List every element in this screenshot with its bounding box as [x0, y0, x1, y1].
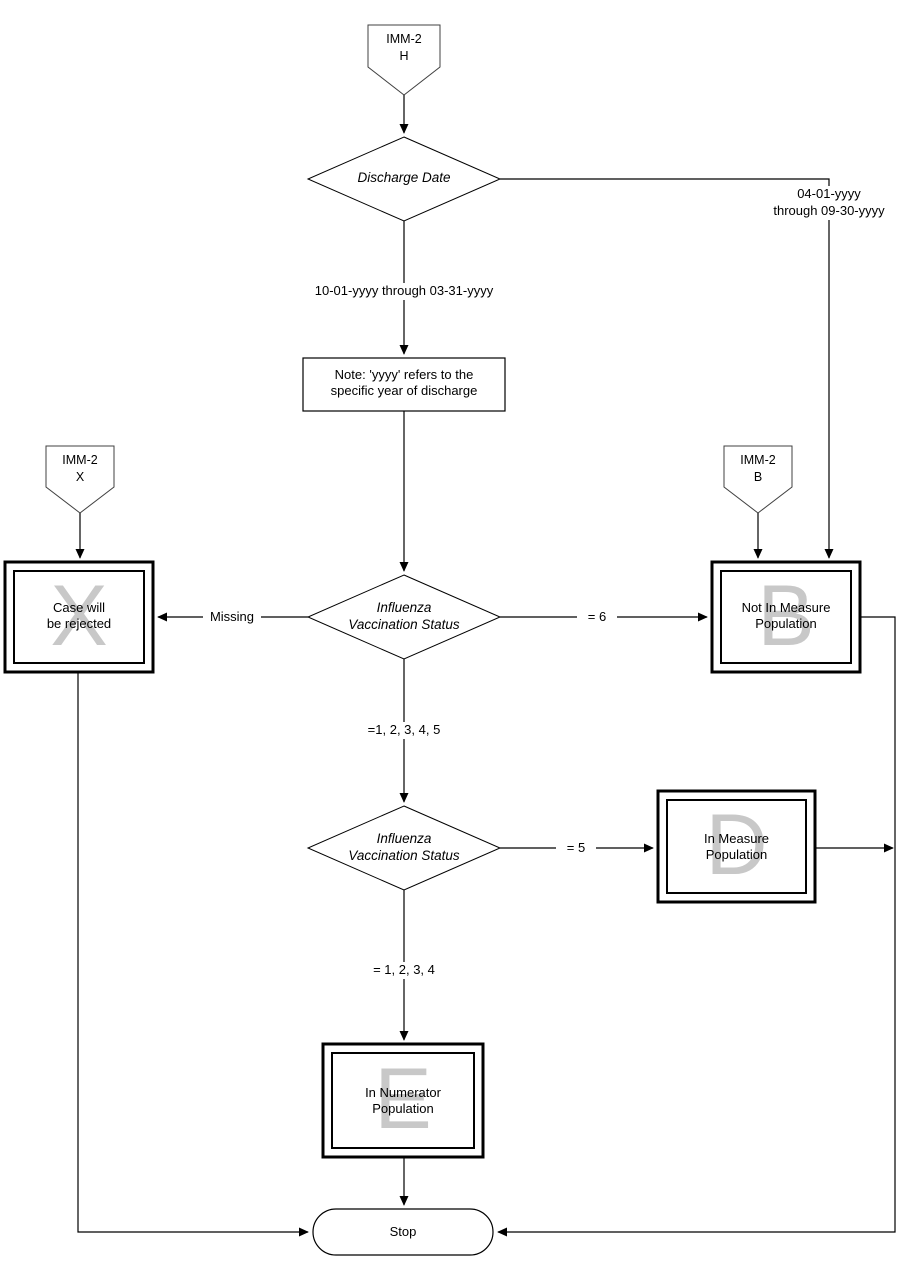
- offpage-connector-x-label: IMM-2 X: [46, 452, 114, 486]
- decision-influenza-status-1-shape: [306, 574, 502, 660]
- offpage-connector-h-shape: [367, 24, 441, 96]
- edge-x-to-stop: [77, 672, 309, 1237]
- summer-range-line2: through 09-30-yyyy: [773, 202, 885, 218]
- edge-label-missing: Missing: [203, 609, 261, 626]
- connector-h-line2: H: [399, 48, 409, 63]
- offpage-connector-h-label: IMM-2 H: [368, 31, 440, 65]
- edge-label-summer-range: 04-01-yyyy through 09-30-yyyy: [739, 186, 900, 220]
- terminal-stop-shape: [312, 1208, 494, 1256]
- connector-x-line1: IMM-2: [62, 453, 98, 467]
- edge-discharge-to-b: [500, 178, 834, 559]
- terminal-x-shape: [3, 560, 155, 674]
- edge-label-equals-6: = 6: [577, 609, 617, 626]
- summer-range-line1: 04-01-yyyy: [797, 186, 861, 201]
- offpage-connector-x-shape: [45, 445, 115, 514]
- connector-b-line2: B: [753, 469, 763, 484]
- edge-label-equals-12345: =1, 2, 3, 4, 5: [349, 722, 459, 739]
- edge-label-equals-1234: = 1, 2, 3, 4: [349, 962, 459, 979]
- edge-label-equals-5: = 5: [556, 840, 596, 857]
- terminal-d-shape: [656, 789, 817, 904]
- decision-influenza-status-2-shape: [306, 805, 502, 891]
- connector-b-line1: IMM-2: [740, 453, 776, 467]
- note-box-shape: [302, 357, 506, 412]
- connector-x-line2: X: [75, 469, 85, 484]
- offpage-connector-b-shape: [723, 445, 793, 514]
- terminal-e-shape: [321, 1042, 485, 1159]
- terminal-b-shape: [710, 560, 862, 674]
- connector-h-line1: IMM-2: [386, 32, 422, 46]
- offpage-connector-b-label: IMM-2 B: [724, 452, 792, 486]
- edge-b-to-stop: [497, 616, 896, 1237]
- edge-label-winter-range: 10-01-yyyy through 03-31-yyyy: [304, 283, 504, 300]
- decision-discharge-date-shape: [306, 136, 502, 222]
